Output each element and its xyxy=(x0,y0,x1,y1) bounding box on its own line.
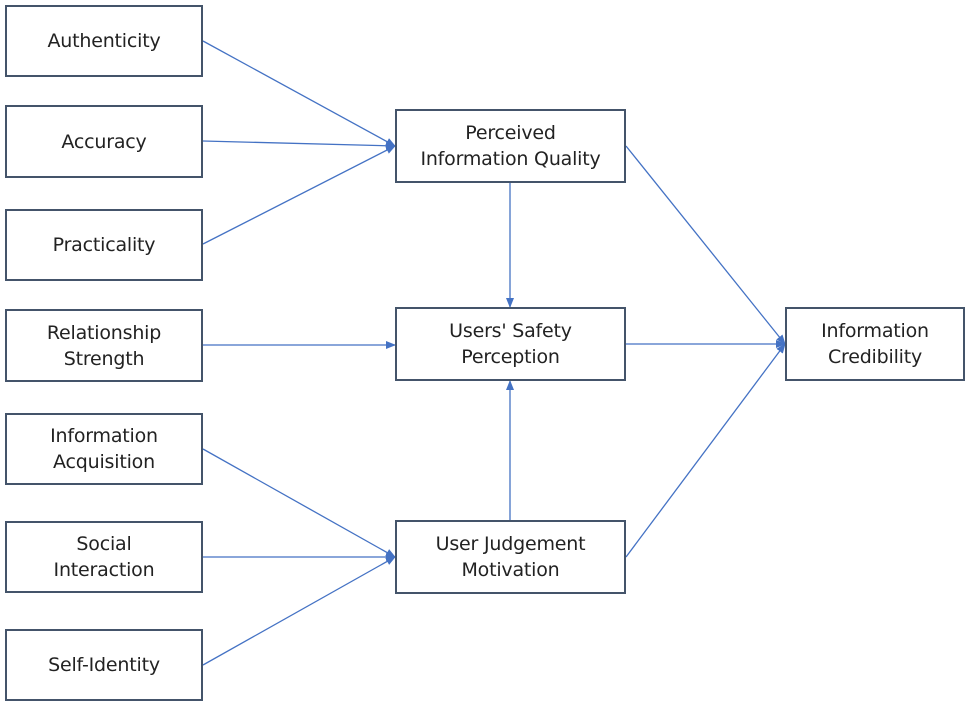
users-safety-perception-label: Users' Safety Perception xyxy=(449,320,572,368)
social-interaction-label: Social Interaction xyxy=(53,533,155,581)
relationship-strength-box: Relationship Strength xyxy=(5,309,203,382)
arrow-accuracy-to-perceived-information-quality xyxy=(202,140,396,150)
perceived-information-quality-box: Perceived Information Quality xyxy=(395,109,626,183)
social-interaction-box: Social Interaction xyxy=(5,521,203,593)
self-identity-label: Self-Identity xyxy=(48,654,160,676)
self-identity-box: Self-Identity xyxy=(5,629,203,701)
authenticity-label: Authenticity xyxy=(47,30,161,52)
arrow-information-acquisition-to-user-judgement-motivation xyxy=(202,448,396,558)
information-acquisition-box: Information Acquisition xyxy=(5,413,203,485)
relationship-strength-label: Relationship Strength xyxy=(46,321,162,370)
arrow-user-judgement-motivation-to-information-credibility xyxy=(625,343,786,558)
authenticity-box: Authenticity xyxy=(5,5,203,77)
arrow-practicality-to-perceived-information-quality xyxy=(202,145,396,245)
information-credibility-box: Information Credibility xyxy=(785,307,965,381)
perceived-information-quality-label: Perceived Information Quality xyxy=(420,122,601,170)
arrow-self-identity-to-user-judgement-motivation xyxy=(202,556,396,666)
information-credibility-label: Information Credibility xyxy=(821,320,929,368)
users-safety-perception-box: Users' Safety Perception xyxy=(395,307,626,381)
accuracy-label: Accuracy xyxy=(61,130,147,153)
user-judgement-motivation-label: User Judgement Motivation xyxy=(435,533,586,581)
accuracy-box: Accuracy xyxy=(5,105,203,178)
user-judgement-motivation-box: User Judgement Motivation xyxy=(395,520,626,594)
arrow-perceived-information-quality-to-information-credibility xyxy=(625,145,786,345)
arrow-authenticity-to-perceived-information-quality xyxy=(202,40,396,147)
practicality-label: Practicality xyxy=(52,234,156,256)
information-acquisition-label: Information Acquisition xyxy=(50,425,158,473)
practicality-box: Practicality xyxy=(5,209,203,281)
